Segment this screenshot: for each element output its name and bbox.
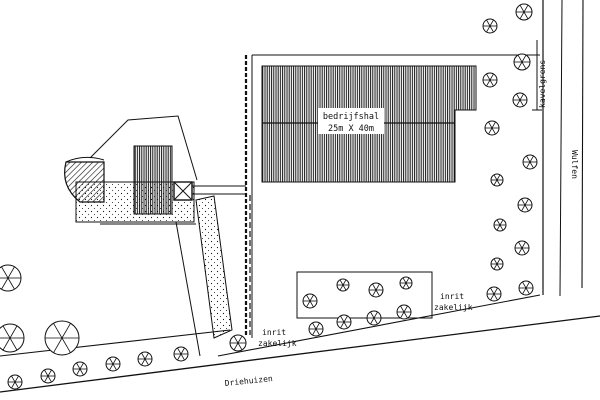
tree-canopy-detail — [73, 362, 87, 376]
tree-canopy-detail — [514, 54, 530, 70]
road-right — [542, 0, 584, 297]
tree-canopy-detail — [513, 93, 527, 107]
tree-canopy-detail — [106, 357, 120, 371]
planting-bed — [296, 271, 433, 319]
tree-canopy-detail — [515, 241, 529, 255]
tree-canopy-detail — [0, 325, 24, 351]
tree-canopy-detail — [491, 258, 503, 270]
hall-label-box — [318, 108, 384, 134]
tree-canopy-detail — [138, 352, 152, 366]
tree-canopy-detail — [483, 19, 497, 33]
tree-canopy-detail — [367, 311, 381, 325]
tree-canopy-detail — [230, 335, 246, 351]
tree-canopy-detail — [337, 279, 349, 291]
entrance-left-label-1: inrit — [262, 328, 286, 337]
tree-canopy-detail — [309, 322, 323, 336]
tree-canopy-detail — [0, 266, 21, 290]
parcel-boundary-label: kavelgrens — [538, 60, 547, 108]
tree-canopy-detail — [519, 281, 533, 295]
trees — [0, 3, 538, 390]
road-bottom — [0, 315, 600, 393]
tree-canopy-detail — [523, 155, 537, 169]
factory-hall: bedrijfshal 25m X 40m — [261, 65, 477, 183]
hall-name-label: bedrijfshal — [323, 112, 379, 122]
tree-canopy-detail — [303, 294, 317, 308]
tree-canopy-detail — [8, 375, 22, 389]
tree-canopy-detail — [41, 369, 55, 383]
tree-canopy-detail — [483, 73, 497, 87]
parcel-outline — [217, 54, 541, 357]
outbuilding — [133, 145, 173, 215]
tree-canopy-detail — [485, 121, 499, 135]
hedge-left — [244, 55, 251, 335]
tree-canopy-detail — [516, 4, 532, 20]
tree-canopy-detail — [369, 283, 383, 297]
road-driehuizen-label: Driehuizen — [224, 374, 273, 388]
tree-canopy-detail — [337, 315, 351, 329]
tree-canopy-detail — [400, 277, 412, 289]
tree-canopy-detail — [45, 323, 79, 353]
tree-canopy-detail — [397, 305, 411, 319]
house-complex — [64, 115, 246, 225]
tree-canopy-detail — [174, 347, 188, 361]
road-wulfen-label: Wulfen — [570, 150, 579, 179]
entrance-right-label-2: zakelijk — [434, 303, 473, 312]
hall-size-label: 25m X 40m — [328, 124, 374, 134]
tree-canopy-detail — [487, 287, 501, 301]
entrance-left-label-2: zakelijk — [258, 339, 297, 348]
parcel-boundary-marker — [532, 40, 542, 111]
tree-canopy-detail — [491, 174, 503, 186]
entrance-right-label-1: inrit — [440, 292, 464, 301]
driveway — [175, 195, 233, 357]
tree-canopy-detail — [494, 219, 506, 231]
tree-canopy-detail — [518, 198, 532, 212]
